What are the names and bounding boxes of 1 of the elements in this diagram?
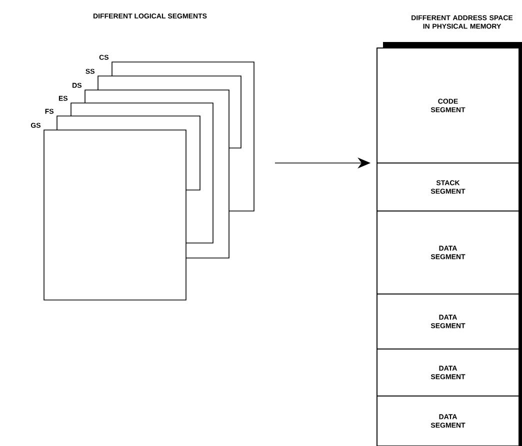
memory-column	[376, 42, 522, 446]
